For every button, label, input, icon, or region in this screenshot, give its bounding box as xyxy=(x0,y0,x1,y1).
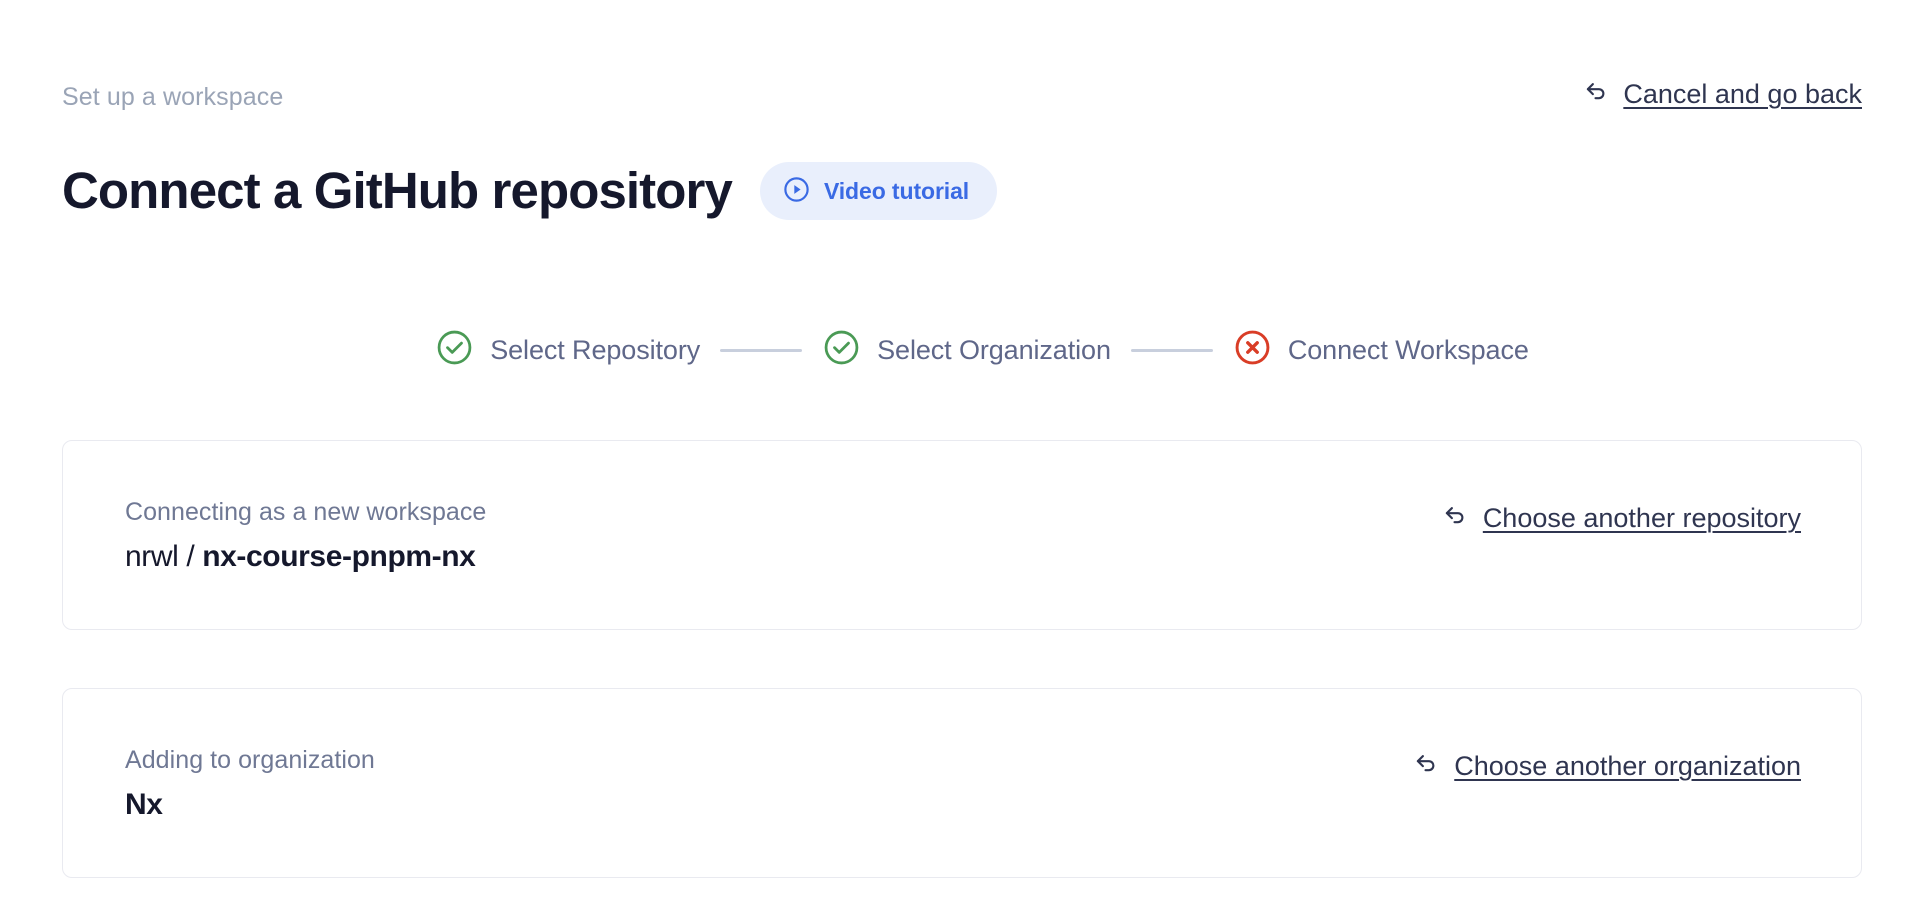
stepper-step-select-repository[interactable]: Select Repository xyxy=(435,328,700,372)
back-arrow-icon xyxy=(1581,76,1611,111)
page-title: Connect a GitHub repository xyxy=(62,162,733,220)
video-tutorial-label: Video tutorial xyxy=(823,177,970,204)
repository-name: nx-course-pnpm-nx xyxy=(202,540,476,574)
organization-card-value: Nx xyxy=(125,788,163,822)
organization-card-content: Adding to organization Nx xyxy=(125,745,375,823)
stepper-step-connect-workspace[interactable]: Connect Workspace xyxy=(1233,328,1529,372)
stepper-label-connect-workspace: Connect Workspace xyxy=(1287,335,1529,366)
cancel-and-go-back-label: Cancel and go back xyxy=(1623,78,1862,109)
repository-summary-card: Connecting as a new workspace nrwl / nx-… xyxy=(62,440,1862,631)
video-tutorial-button[interactable]: Video tutorial xyxy=(759,162,998,221)
progress-stepper: Select Repository Select Organization Co… xyxy=(62,328,1862,372)
check-circle-icon xyxy=(822,328,861,372)
stepper-connector-2 xyxy=(1130,348,1213,352)
stepper-label-select-repository: Select Repository xyxy=(490,335,701,366)
x-circle-icon xyxy=(1233,328,1272,372)
choose-another-organization-link[interactable]: Choose another organization xyxy=(1411,748,1801,783)
repository-card-caption: Connecting as a new workspace xyxy=(125,498,487,527)
repository-card-content: Connecting as a new workspace nrwl / nx-… xyxy=(125,497,486,575)
stepper-step-select-organization[interactable]: Select Organization xyxy=(822,328,1111,372)
organization-card-caption: Adding to organization xyxy=(125,746,375,775)
choose-another-repository-link[interactable]: Choose another repository xyxy=(1440,500,1801,535)
repository-card-value: nrwl / nx-course-pnpm-nx xyxy=(125,539,486,575)
repository-owner: nrwl / xyxy=(125,540,203,574)
back-arrow-icon xyxy=(1411,748,1441,783)
stepper-label-select-organization: Select Organization xyxy=(877,335,1111,366)
choose-another-repository-label: Choose another repository xyxy=(1482,502,1801,533)
check-circle-icon xyxy=(435,328,474,372)
stepper-connector-1 xyxy=(720,348,803,352)
organization-summary-card: Adding to organization Nx Choose another… xyxy=(62,688,1862,879)
choose-another-organization-label: Choose another organization xyxy=(1454,750,1801,781)
cancel-and-go-back-link[interactable]: Cancel and go back xyxy=(1581,76,1862,111)
breadcrumb-eyebrow: Set up a workspace xyxy=(62,83,284,111)
page-header: Set up a workspace Connect a GitHub repo… xyxy=(62,0,1862,254)
back-arrow-icon xyxy=(1440,500,1470,535)
play-circle-icon xyxy=(782,175,811,207)
title-row: Connect a GitHub repository Video tutori… xyxy=(62,128,1862,254)
